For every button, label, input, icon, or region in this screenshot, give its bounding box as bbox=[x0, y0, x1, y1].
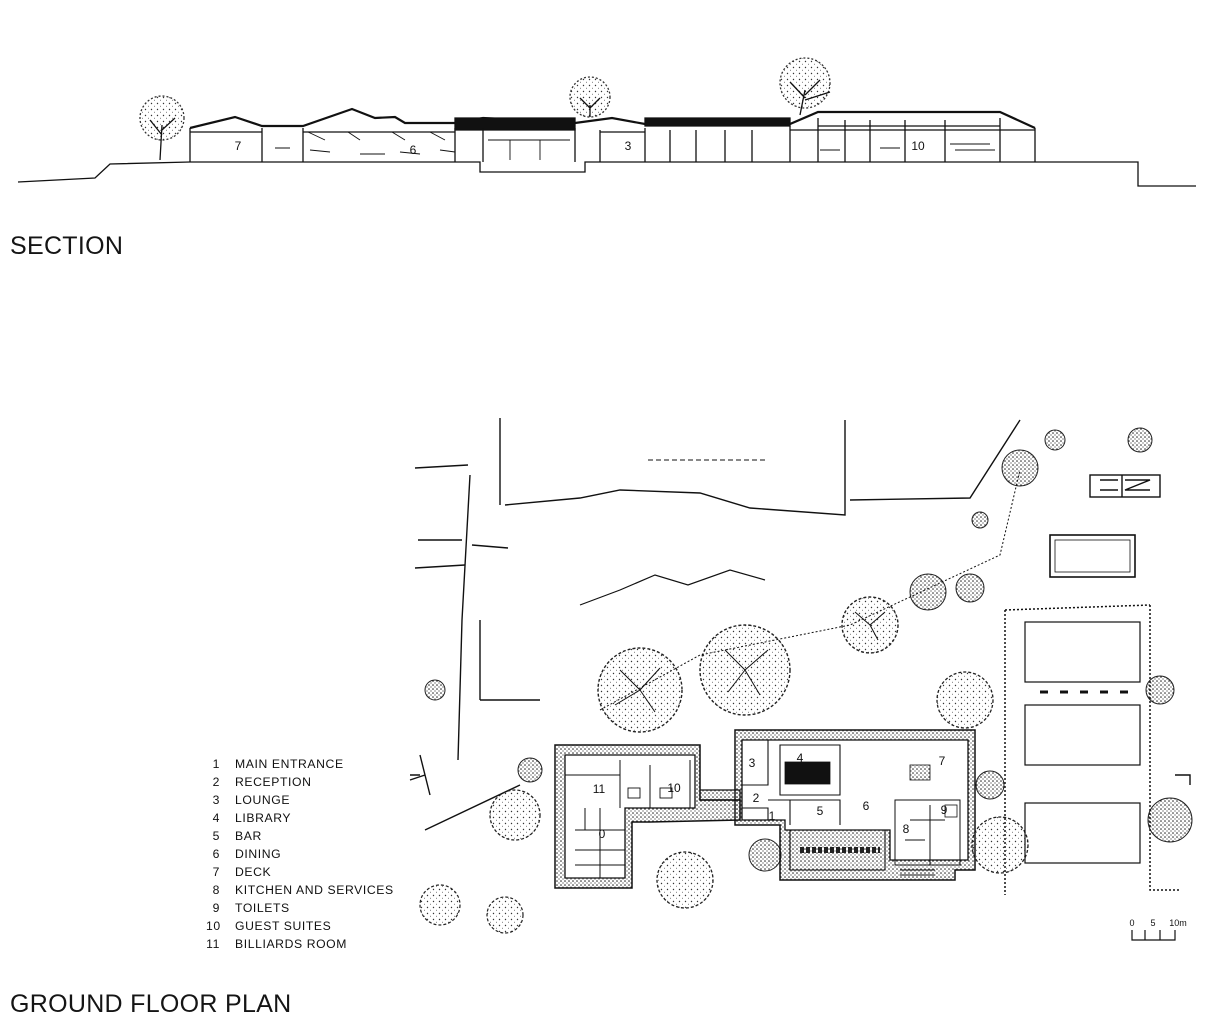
legend-number: 2 bbox=[212, 775, 220, 789]
section-ground-line bbox=[17, 161, 1196, 187]
legend-item: 1 MAIN ENTRANCE bbox=[206, 755, 394, 773]
section-tree bbox=[779, 57, 831, 116]
legend-label: RECEPTION bbox=[235, 775, 312, 789]
plan-label-guest-suites: 10 bbox=[667, 781, 681, 795]
legend-number: 9 bbox=[212, 901, 220, 915]
legend-number: 7 bbox=[212, 865, 220, 879]
section-label: 3 bbox=[625, 139, 632, 153]
tree bbox=[1147, 797, 1193, 843]
legend-number: 4 bbox=[212, 811, 220, 825]
tree bbox=[656, 851, 714, 909]
tree bbox=[419, 884, 461, 926]
tree bbox=[971, 511, 989, 529]
legend-label: DECK bbox=[235, 865, 272, 879]
outbuilding bbox=[1089, 474, 1161, 498]
field-lines bbox=[409, 418, 1021, 831]
plan-label-toilets: 9 bbox=[941, 803, 948, 817]
section-tree bbox=[569, 76, 611, 118]
legend-label: KITCHEN AND SERVICES bbox=[235, 883, 394, 897]
legend-item: 4 LIBRARY bbox=[206, 809, 394, 827]
legend-number: 11 bbox=[206, 937, 220, 951]
legend-item: 5 BAR bbox=[206, 827, 394, 845]
section-room-labels: 7 6 3 10 bbox=[235, 139, 925, 157]
legend-item: 11 BILLIARDS ROOM bbox=[206, 935, 394, 953]
legend-item: 6 DINING bbox=[206, 845, 394, 863]
plan-label-guest-suites-2: 0 bbox=[599, 827, 606, 841]
legend-label: TOILETS bbox=[235, 901, 290, 915]
plan-label-lounge: 3 bbox=[749, 756, 756, 770]
legend-number: 3 bbox=[212, 793, 220, 807]
tree bbox=[1127, 427, 1153, 453]
tree bbox=[424, 679, 446, 701]
plan-label-reception: 2 bbox=[753, 791, 760, 805]
plan-label-dining: 6 bbox=[863, 799, 870, 813]
section-title: SECTION bbox=[10, 232, 124, 260]
tennis-courts bbox=[1024, 621, 1141, 864]
legend-item: 7 DECK bbox=[206, 863, 394, 881]
legend-number: 10 bbox=[206, 919, 221, 933]
legend-item: 3 LOUNGE bbox=[206, 791, 394, 809]
legend-label: GUEST SUITES bbox=[235, 919, 332, 933]
legend-number: 5 bbox=[212, 829, 220, 843]
legend-item: 8 KITCHEN AND SERVICES bbox=[206, 881, 394, 899]
plan-title: GROUND FLOOR PLAN bbox=[10, 990, 292, 1018]
tree bbox=[955, 573, 985, 603]
plan-room-labels: 11 10 0 3 4 7 2 1 5 6 8 9 bbox=[593, 751, 948, 841]
section-label: 6 bbox=[410, 143, 417, 157]
tree bbox=[486, 896, 524, 934]
scale-tick-label: 0 bbox=[1129, 918, 1134, 928]
scale-bar-labels: 0 5 10m bbox=[1129, 918, 1186, 928]
tree bbox=[936, 671, 994, 729]
tree bbox=[517, 757, 543, 783]
legend-item: 2 RECEPTION bbox=[206, 773, 394, 791]
tree bbox=[1044, 429, 1066, 451]
plan-label-billiards: 11 bbox=[593, 782, 606, 796]
legend-label: BAR bbox=[235, 829, 262, 843]
section-label: 7 bbox=[235, 139, 242, 153]
tree bbox=[748, 838, 782, 872]
legend-label: BILLIARDS ROOM bbox=[235, 937, 348, 951]
scale-bar bbox=[1131, 930, 1176, 941]
legend-item: 9 TOILETS bbox=[206, 899, 394, 917]
tree-branches bbox=[614, 611, 886, 713]
plan-label-main-entrance: 1 bbox=[769, 809, 776, 823]
tree bbox=[489, 789, 541, 841]
scale-tick-label: 5 bbox=[1150, 918, 1155, 928]
plan-label-deck: 7 bbox=[939, 754, 946, 768]
legend-label: LOUNGE bbox=[235, 793, 291, 807]
section-label: 10 bbox=[911, 139, 925, 153]
section-drawing bbox=[17, 57, 1196, 187]
building-plan bbox=[554, 729, 976, 889]
tree bbox=[975, 770, 1005, 800]
driveway bbox=[599, 469, 1021, 711]
legend-label: MAIN ENTRANCE bbox=[235, 757, 344, 771]
room-legend: 1 MAIN ENTRANCE 2 RECEPTION 3 LOUNGE 4 LIBRA… bbox=[206, 755, 394, 953]
tree bbox=[1145, 675, 1175, 705]
garden-edge bbox=[1004, 604, 1180, 895]
plan-label-kitchen: 8 bbox=[903, 822, 910, 836]
tree bbox=[971, 816, 1029, 874]
legend-number: 6 bbox=[212, 847, 220, 861]
plan-label-bar: 5 bbox=[817, 804, 824, 818]
tree bbox=[1001, 449, 1039, 487]
legend-label: DINING bbox=[235, 847, 282, 861]
legend-number: 8 bbox=[212, 883, 220, 897]
section-roof bbox=[189, 107, 1036, 130]
legend-item: 10 GUEST SUITES bbox=[206, 917, 394, 935]
pool bbox=[1049, 534, 1136, 578]
tree bbox=[909, 573, 947, 611]
legend-label: LIBRARY bbox=[235, 811, 292, 825]
site-plan bbox=[409, 418, 1193, 941]
plan-label-library: 4 bbox=[797, 751, 804, 765]
legend-number: 1 bbox=[212, 757, 220, 771]
section-tree bbox=[139, 95, 185, 161]
scale-tick-label: 10m bbox=[1169, 918, 1187, 928]
